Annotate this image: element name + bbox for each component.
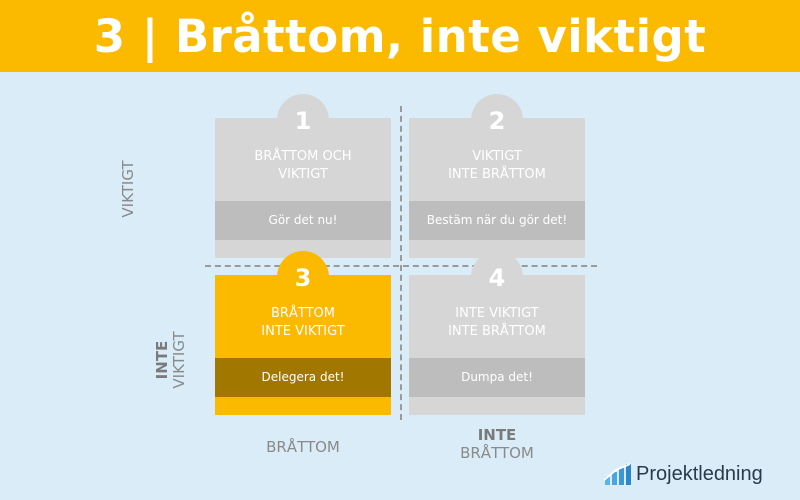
quadrant-action: Delegera det! bbox=[215, 358, 391, 397]
quadrant-number: 1 bbox=[277, 94, 329, 146]
brand-logo: Projektledning bbox=[604, 460, 794, 488]
quadrant-title: VIKTIGT INTE BRÅTTOM bbox=[409, 148, 585, 184]
x-axis-label-left: BRÅTTOM bbox=[266, 438, 340, 456]
y-axis-label-bottom-bold: INTE bbox=[153, 340, 171, 380]
quadrant-title: BRÅTTOM INTE VIKTIGT bbox=[215, 305, 391, 341]
quadrant-title-line: INTE VIKTIGT bbox=[261, 324, 345, 339]
quadrant-title-line: INTE BRÅTTOM bbox=[448, 324, 546, 339]
quadrant-2: 2 VIKTIGT INTE BRÅTTOM Bestäm när du gör… bbox=[409, 94, 585, 258]
x-axis-label-right-bold: INTE bbox=[477, 426, 517, 444]
quadrant-number: 4 bbox=[471, 251, 523, 303]
quadrant-4: 4 INTE VIKTIGT INTE BRÅTTOM Dumpa det! bbox=[409, 251, 585, 415]
quadrant-title-line: INTE BRÅTTOM bbox=[448, 167, 546, 182]
quadrant-3: 3 BRÅTTOM INTE VIKTIGT Delegera det! bbox=[215, 251, 391, 415]
y-axis-label-top: VIKTIGT bbox=[119, 160, 137, 218]
x-axis-label-right: INTE BRÅTTOM bbox=[409, 426, 585, 462]
header-bar: 3 | Bråttom, inte viktigt bbox=[0, 0, 800, 72]
quadrant-title: INTE VIKTIGT INTE BRÅTTOM bbox=[409, 305, 585, 341]
quadrant-title-line: BRÅTTOM bbox=[271, 306, 335, 321]
page-title: 3 | Bråttom, inte viktigt bbox=[93, 10, 707, 63]
bar-chart-logo-icon bbox=[604, 463, 631, 485]
quadrant-number: 2 bbox=[471, 94, 523, 146]
quadrant-title-line: INTE VIKTIGT bbox=[455, 306, 539, 321]
quadrant-title-line: BRÅTTOM OCH bbox=[254, 149, 352, 164]
quadrant-title: BRÅTTOM OCH VIKTIGT bbox=[215, 148, 391, 184]
quadrant-action: Bestäm när du gör det! bbox=[409, 201, 585, 240]
logo-text: Projektledning bbox=[636, 463, 763, 485]
quadrant-action: Gör det nu! bbox=[215, 201, 391, 240]
quadrant-number: 3 bbox=[277, 251, 329, 303]
quadrant-title-line: VIKTIGT bbox=[472, 149, 522, 164]
y-axis-label-bottom: INTE VIKTIGT bbox=[153, 300, 188, 420]
quadrant-1: 1 BRÅTTOM OCH VIKTIGT Gör det nu! bbox=[215, 94, 391, 258]
vertical-divider bbox=[400, 106, 402, 420]
y-axis-label-bottom-text: VIKTIGT bbox=[170, 331, 188, 389]
x-axis-label-right-text: BRÅTTOM bbox=[460, 444, 534, 462]
quadrant-action: Dumpa det! bbox=[409, 358, 585, 397]
quadrant-title-line: VIKTIGT bbox=[278, 167, 328, 182]
horizontal-divider bbox=[205, 265, 597, 267]
